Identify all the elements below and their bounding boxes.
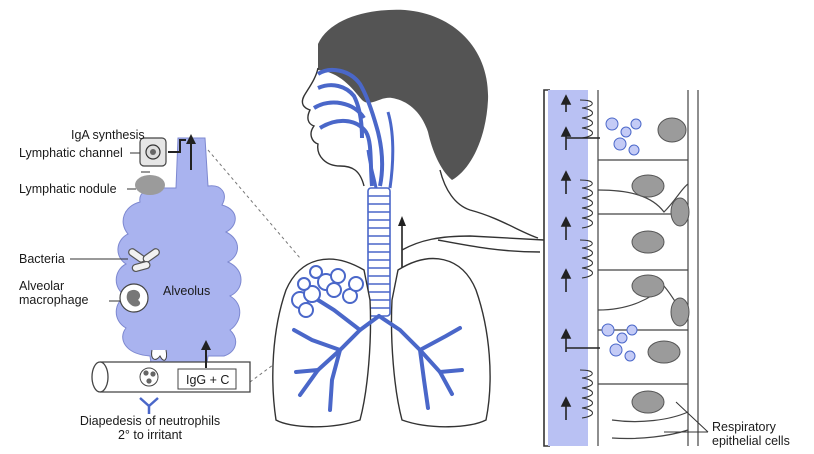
epithelium-group — [544, 90, 708, 446]
alveolus-group — [70, 134, 300, 414]
label-igg-c: IgG + C — [186, 373, 229, 387]
respiratory-leader-lines — [664, 402, 708, 432]
neck-back — [440, 170, 538, 238]
label-respiratory-2: epithelial cells — [712, 434, 790, 448]
hair — [318, 10, 488, 180]
label-respiratory-1: Respiratory — [712, 420, 776, 434]
lymphatic-nodule-shape — [135, 175, 165, 195]
label-diapedesis-2: 2° to irritant — [70, 428, 230, 442]
oral-airway — [320, 121, 372, 186]
trachea — [368, 188, 390, 316]
label-iga-synthesis: IgA synthesis — [71, 128, 145, 142]
cell-nuclei — [632, 118, 689, 413]
label-alveolar-macrophage-2: macrophage — [19, 293, 89, 307]
trachea-to-epithelium-line — [402, 236, 544, 250]
head-and-lungs — [273, 10, 544, 427]
shoulder — [438, 240, 540, 252]
antibody-y-icon — [140, 398, 158, 414]
label-bacteria: Bacteria — [19, 252, 65, 266]
right-lung — [391, 259, 490, 427]
label-lymphatic-nodule: Lymphatic nodule — [19, 182, 117, 196]
label-alveolus: Alveolus — [163, 284, 210, 298]
label-alveolar-macrophage-1: Alveolar — [19, 279, 64, 293]
label-lymphatic-channel: Lymphatic channel — [19, 146, 123, 160]
label-diapedesis-1: Diapedesis of neutrophils — [70, 414, 230, 428]
